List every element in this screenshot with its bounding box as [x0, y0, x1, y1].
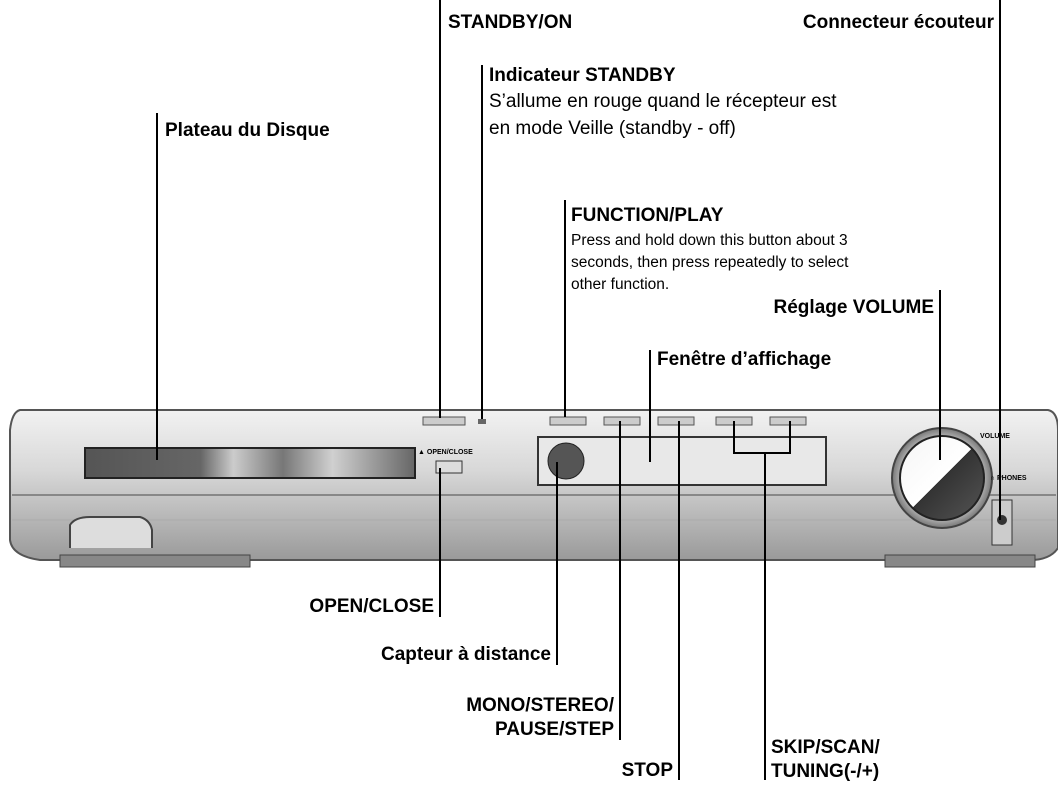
label-fenetre-affichage: Fenêtre d’affichage — [657, 349, 832, 370]
device-phones-text: ∩ PHONES — [990, 475, 1027, 482]
function-desc-line3: other function. — [571, 276, 670, 293]
label-function-play: FUNCTION/PLAY — [571, 205, 724, 226]
label-skip-scan: SKIP/SCAN/ — [771, 737, 880, 758]
label-indicateur-standby: Indicateur STANDBY — [489, 65, 676, 86]
label-capteur-distance: Capteur à distance — [381, 644, 551, 665]
function-desc-line2: seconds, then press repeatedly to select — [571, 254, 849, 271]
label-open-close: OPEN/CLOSE — [309, 596, 434, 617]
device-volume-text: VOLUME — [980, 433, 1010, 440]
label-stop: STOP — [621, 760, 673, 781]
label-mono-stereo: MONO/STEREO/ — [466, 695, 614, 716]
label-plateau-du-disque: Plateau du Disque — [165, 120, 330, 141]
indicateur-desc-line1: S’allume en rouge quand le récepteur est — [489, 91, 837, 112]
label-connecteur-ecouteur: Connecteur écouteur — [802, 12, 994, 33]
function-desc-line1: Press and hold down this button about 3 — [571, 232, 848, 249]
device-open-close-text: ▲ OPEN/CLOSE — [418, 449, 473, 456]
label-pause-step: PAUSE/STEP — [495, 719, 614, 740]
label-tuning: TUNING(-/+) — [771, 761, 880, 782]
label-reglage-volume: Réglage VOLUME — [773, 297, 934, 318]
indicateur-desc-line2: en mode Veille (standby - off) — [489, 118, 736, 139]
label-standby-on: STANDBY/ON — [448, 12, 573, 33]
